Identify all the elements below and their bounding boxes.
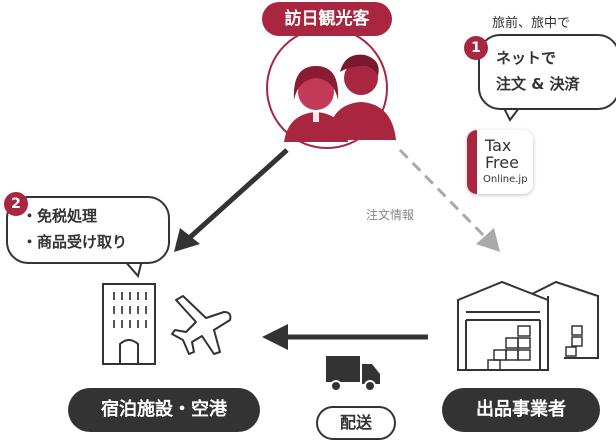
step2-bubble: ・免税処理 ・商品受け取り	[6, 196, 170, 264]
seller-label: 出品事業者	[442, 388, 600, 432]
step1-bubble: ネットで 注文 & 決済	[478, 34, 616, 110]
logo-accent-bar	[467, 130, 477, 194]
delivery-label: 配送	[316, 406, 396, 440]
arrow-order-info	[398, 148, 500, 252]
step1-number-badge: 1	[464, 36, 488, 60]
accommodation-airport-label: 宿泊施設・空港	[68, 388, 260, 432]
step2-number-badge: 2	[4, 192, 28, 216]
step1-line2: 注文 & 決済	[496, 75, 580, 93]
step1-line1: ネットで	[496, 49, 557, 67]
order-info-label: 注文情報	[366, 208, 415, 222]
logo-line1: Tax	[485, 136, 512, 155]
visitors-icon	[266, 27, 396, 149]
arrow-delivery	[262, 324, 428, 350]
before-during-trip-text: 旅前、旅中で	[492, 16, 571, 31]
bubble2-tail	[123, 259, 143, 279]
logo-line2: Free	[485, 153, 519, 172]
arrow-to-accommodation	[174, 148, 289, 252]
step2-item2: ・商品受け取り	[22, 233, 128, 251]
logo-line3: Online.jp	[483, 174, 528, 185]
warehouse-icon	[457, 280, 599, 371]
tax-free-online-logo: Tax Free Online.jp	[467, 130, 533, 194]
visitors-label: 訪日観光客	[262, 2, 392, 36]
truck-icon	[326, 356, 380, 392]
airplane-icon	[171, 295, 232, 355]
building-icon	[102, 283, 156, 365]
step2-item1: ・免税処理	[22, 207, 98, 225]
